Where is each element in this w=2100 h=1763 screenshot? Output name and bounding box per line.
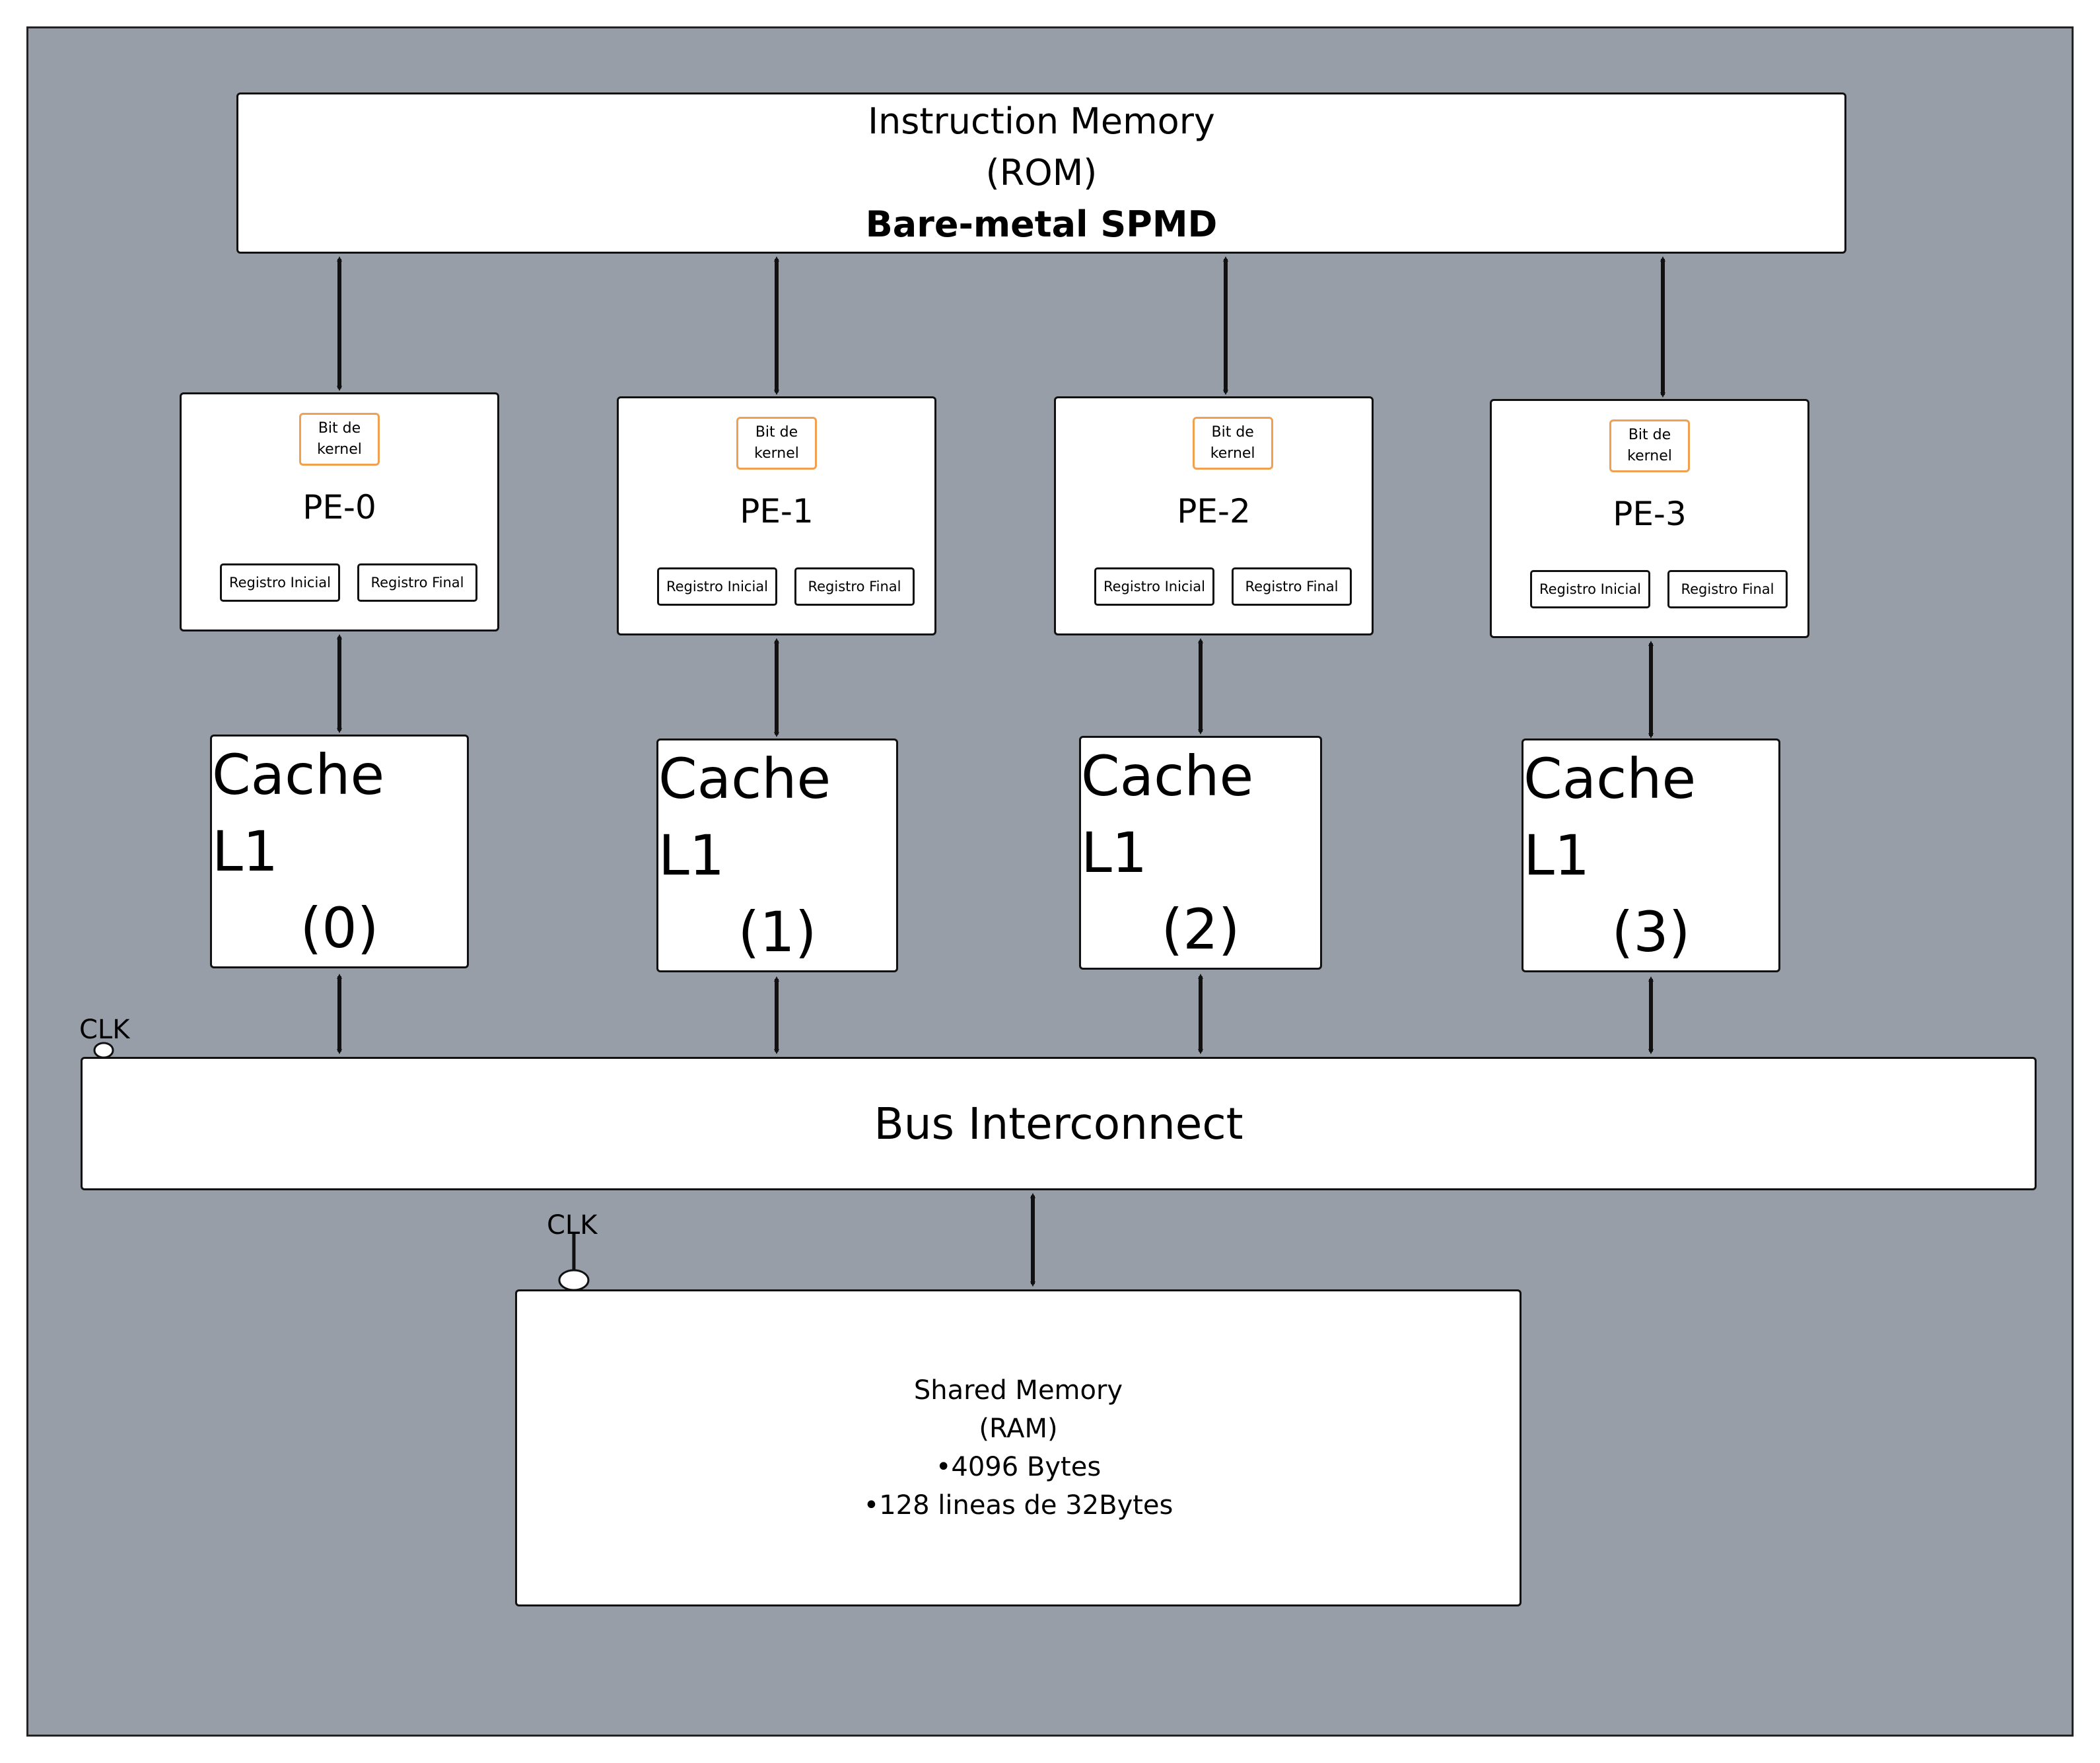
cache-title: Cache L1 [212,742,385,884]
shared-memory: Shared Memory (RAM) •4096 Bytes •128 lin… [515,1289,1522,1606]
register-end: Registro Final [794,567,915,606]
register-start: Registro Inicial [220,563,340,602]
pe-label: PE-0 [302,488,376,526]
register-end: Registro Final [1667,570,1788,608]
cache-index: (0) [300,896,379,960]
register-start: Registro Inicial [657,567,777,606]
pe-3: Bit de kernel PE-3 Registro Inicial Regi… [1490,399,1809,638]
register-end: Registro Final [357,563,477,602]
cache-l1-1: Cache L1 (1) [656,738,898,972]
bus-label: Bus Interconnect [874,1098,1243,1149]
cache-title: Cache L1 [1523,746,1697,888]
cache-l1-0: Cache L1 (0) [210,735,469,968]
register-start: Registro Inicial [1530,570,1650,608]
cache-title: Cache L1 [1081,744,1254,885]
cache-index: (3) [1611,900,1691,964]
ram-clk-label: CLK [547,1210,598,1241]
pe-label: PE-3 [1613,495,1687,533]
ram-title: Shared Memory [913,1375,1123,1406]
kernel-bit: Bit de kernel [1192,417,1273,470]
pe-1: Bit de kernel PE-1 Registro Inicial Regi… [617,396,936,635]
pe-label: PE-2 [1177,492,1251,530]
cache-l1-3: Cache L1 (3) [1522,738,1780,972]
kernel-bit: Bit de kernel [736,417,817,470]
register-start: Registro Inicial [1094,567,1214,606]
bus-interconnect: Bus Interconnect [81,1057,2037,1190]
rom-title: Instruction Memory [868,100,1215,142]
rom-mode: Bare-metal SPMD [865,203,1218,245]
cache-title: Cache L1 [658,746,831,888]
instruction-memory: Instruction Memory (ROM) Bare-metal SPMD [236,92,1846,254]
register-end: Registro Final [1232,567,1352,606]
cache-l1-2: Cache L1 (2) [1079,736,1322,970]
pe-0: Bit de kernel PE-0 Registro Inicial Regi… [180,392,499,631]
ram-lines-bullet: •128 lineas de 32Bytes [863,1490,1173,1521]
cache-index: (1) [738,900,817,964]
pe-2: Bit de kernel PE-2 Registro Inicial Regi… [1054,396,1374,635]
cache-index: (2) [1161,897,1240,962]
bus-clk-label: CLK [79,1015,130,1045]
kernel-bit: Bit de kernel [299,413,380,466]
ram-subtitle: (RAM) [979,1414,1058,1444]
ram-size-bullet: •4096 Bytes [935,1452,1102,1482]
rom-subtitle: (ROM) [985,152,1098,194]
kernel-bit: Bit de kernel [1609,419,1690,472]
pe-label: PE-1 [740,492,814,530]
